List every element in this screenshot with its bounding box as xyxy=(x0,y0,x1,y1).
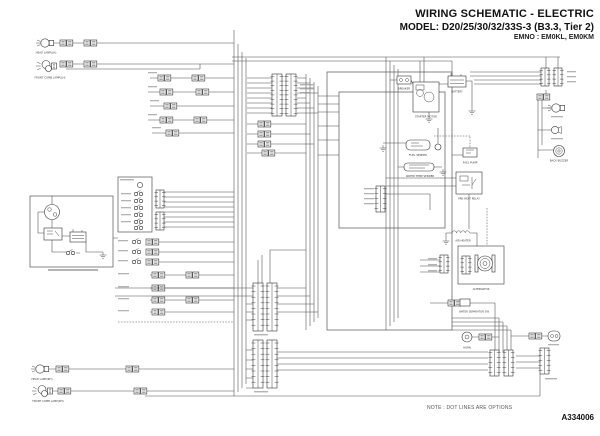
ground-icon xyxy=(379,144,387,152)
connector-block xyxy=(265,282,279,332)
connector xyxy=(447,299,462,307)
cluster-connector-block xyxy=(247,73,339,157)
starter-motor-symbol xyxy=(412,81,440,113)
switch-icon xyxy=(134,224,143,230)
zone-senders-relay: FUEL SENDER WATER TEMP SENDER FUEL PUMP … xyxy=(364,128,483,229)
water-separator-label: WATER SEPARATOR SW xyxy=(459,310,489,314)
ground-icon xyxy=(442,237,450,245)
connector-block xyxy=(488,349,501,377)
switch-icon xyxy=(132,258,141,265)
connector-block xyxy=(374,185,387,213)
front-comb-lamp-rh-label: FRONT COMB LAMP(RH) xyxy=(32,399,63,403)
switch-icon xyxy=(66,249,75,255)
zone-head-lamps-left: HEAD LAMP(LH) FRONT COMB LAMP(LH) xyxy=(35,38,234,80)
rear-lamp-icon xyxy=(546,103,566,113)
switch-icon xyxy=(134,190,143,196)
connector-block xyxy=(539,67,551,87)
zone-starter-battery: BREAKER STARTER MOTOR BATTERY xyxy=(390,57,476,123)
switch-icon xyxy=(132,248,141,254)
horn-symbol xyxy=(461,331,473,343)
ground-icon xyxy=(439,168,447,176)
fuel-sender-label: FUEL SENDER xyxy=(409,153,427,157)
schematic-emno: EMNO : EM0KL, EM0KM xyxy=(513,34,594,42)
connector-block xyxy=(438,254,450,274)
connector-block xyxy=(552,67,564,87)
alternator-box xyxy=(457,245,505,285)
options-note: NOTE : DOT LINES ARE OPTIONS xyxy=(427,405,513,411)
switch-icon xyxy=(134,197,143,203)
air-heater-label: AIR HEATER xyxy=(455,239,471,243)
head-lamp-rh-label: HEAD LAMP(RH) xyxy=(31,377,52,381)
zone-head-lamps-right-side: HEAD LAMP(RH) FRONT COMB LAMP(RH) xyxy=(30,364,234,403)
fuel-pump-symbol xyxy=(462,147,478,158)
wire-bundles xyxy=(145,30,560,397)
document-number: A334006 xyxy=(561,413,594,422)
head-lamp-lh-icon xyxy=(35,38,55,48)
battery-label: BATTERY xyxy=(451,90,463,94)
switch-icon xyxy=(134,218,143,224)
switch-icon xyxy=(134,204,143,210)
alternator-symbol xyxy=(477,255,493,272)
switch-icon xyxy=(134,211,143,217)
connector-block xyxy=(265,339,279,389)
schematic-model: MODEL: D20/25/30/32/33S-3 (B3.3, Tier 2) xyxy=(399,21,594,33)
ground-icon xyxy=(468,107,476,115)
rear-socket-symbol xyxy=(547,330,561,342)
back-buzzer-label: BACK BUZZER xyxy=(550,159,569,163)
fuel-pump-label: FUEL PUMP xyxy=(463,161,478,165)
connector xyxy=(536,93,551,101)
front-comb-lamp-rh-icon xyxy=(31,385,53,397)
fuel-sender-symbol xyxy=(405,139,431,151)
starter-symbol xyxy=(44,204,60,220)
alternator-label: ALTERNATOR xyxy=(473,287,490,291)
frame-boxes xyxy=(326,71,453,331)
bottom-center-connector-stacks xyxy=(115,249,488,393)
back-buzzer-icon xyxy=(553,145,565,157)
connector-block xyxy=(154,189,166,209)
zone-rear-lamps-chain: BACK BUZZER xyxy=(470,57,576,163)
switch-panel xyxy=(117,176,234,323)
preheat-relay-label: PRE-HEAT RELAY xyxy=(458,197,480,201)
preheat-relay-symbol xyxy=(455,171,483,195)
water-temp-sender-symbol xyxy=(403,162,435,172)
connector-block xyxy=(270,73,284,117)
head-lamp-lh-label: HEAD LAMP(LH) xyxy=(36,51,57,55)
connector xyxy=(478,333,493,341)
breaker-symbol xyxy=(396,75,412,85)
front-comb-lamp-lh-icon xyxy=(35,60,57,72)
front-comb-lamp-lh-label: FRONT COMB LAMP(LH) xyxy=(35,76,66,80)
head-lamp-rh-icon xyxy=(30,364,50,374)
zone-bottom-right: WATER SEPARATOR SW HORN xyxy=(430,298,561,380)
connector-block xyxy=(251,339,265,389)
connector-block xyxy=(154,211,166,231)
battery-starter-option-box xyxy=(29,195,118,271)
connector-block xyxy=(502,349,515,377)
battery-symbol-small xyxy=(69,231,87,243)
connector xyxy=(528,332,543,340)
title-block: WIRING SCHEMATIC - ELECTRIC MODEL: D20/2… xyxy=(400,8,594,43)
rear-horn-icon xyxy=(551,126,562,134)
connector-block xyxy=(284,73,298,117)
connector-block xyxy=(251,282,265,332)
zone-alternator: AIR HEATER ALTERNATOR xyxy=(420,208,505,291)
water-temp-sender-label: WATER TEMP SENDER xyxy=(406,174,435,178)
air-heater-coil xyxy=(451,230,470,234)
connector-block xyxy=(538,347,551,375)
horn-label: HORN xyxy=(463,346,471,350)
connector-column-upper-center xyxy=(148,72,234,137)
schematic-title: WIRING SCHEMATIC - ELECTRIC xyxy=(415,8,594,20)
water-separator-switch-symbol xyxy=(459,298,471,307)
starter-motor-label: STARTER MOTOR xyxy=(415,115,437,119)
breaker-label: BREAKER xyxy=(398,87,410,91)
battery-symbol xyxy=(447,75,467,88)
connector-block xyxy=(460,255,472,275)
ground-icon xyxy=(99,251,107,259)
indicator-symbol xyxy=(434,143,442,151)
switch-icon xyxy=(132,238,141,244)
